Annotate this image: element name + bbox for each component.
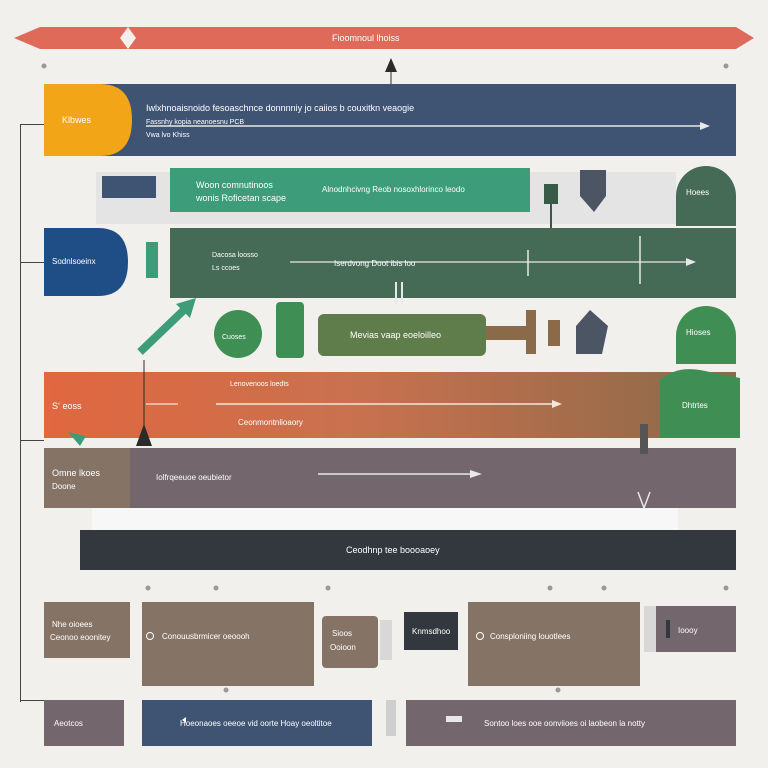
up-arrow-icon xyxy=(385,58,397,72)
row4-olive-pill xyxy=(318,314,486,356)
row4-brown-chip xyxy=(548,320,560,346)
row8-left-box xyxy=(44,602,130,658)
row5-line2: Ceonmontnlioaory xyxy=(238,418,303,427)
row9-blue-box xyxy=(142,700,372,746)
gear-icon xyxy=(476,632,484,640)
diagonal-arrow-icon xyxy=(176,298,196,318)
row3-small2: Ls ccoes xyxy=(212,265,240,272)
left-connector-stub xyxy=(20,700,44,701)
row1-yellow-tag xyxy=(44,84,132,156)
row6-label: Iolfrqeeuoe oeubietor xyxy=(156,473,232,482)
row7-label: Ceodhnp tee boooaoey xyxy=(346,545,440,555)
row8-right-stub xyxy=(644,606,656,652)
left-connector-stub xyxy=(20,124,44,125)
row1-line2: Fassnhy kopia neanoesnu PCB xyxy=(146,119,245,126)
row8-box1-label: Conouusbrmicer oeoooh xyxy=(162,632,250,641)
row2-teal-line1: Woon comnutinoos xyxy=(196,180,273,190)
row4-circle-left-label: Cuoses xyxy=(222,334,246,341)
arrow-right-icon xyxy=(470,470,482,478)
row8-box2 xyxy=(468,602,640,686)
row3-green-bar xyxy=(170,228,736,298)
row5-green-box xyxy=(660,369,740,438)
row4-pill-label: Mevias vaap eoeloilleo xyxy=(350,330,442,340)
row8-small1: Sioos xyxy=(332,629,353,638)
arrow-right-icon xyxy=(686,258,696,266)
banner-title: Fioomnoul lhoiss xyxy=(332,33,400,43)
leaf-icon xyxy=(68,432,86,446)
row5-line1: Lenovenoos loedts xyxy=(230,381,289,388)
row4-brown-bar xyxy=(486,310,536,354)
row2-pin xyxy=(544,184,558,204)
row6-bar xyxy=(130,448,736,508)
row9-blue-label: Hoeonaoes oeeoe vid oorte Hoay oeoltitoe xyxy=(180,719,332,728)
row4-green-circle-right xyxy=(676,306,736,364)
row4-circle-right-label: Hioses xyxy=(686,328,711,337)
row1-tag-label: Klbwes xyxy=(62,115,92,125)
row8-right-stub-dark xyxy=(666,620,670,638)
row8-small-box xyxy=(322,616,378,668)
row2-circle-label: Hoees xyxy=(686,188,710,197)
row4-green-block xyxy=(276,302,304,358)
row3-teal-stub xyxy=(146,242,158,278)
row1-line3: Vwa lvo Khiss xyxy=(146,132,190,139)
row8-dark-box xyxy=(404,612,458,650)
row8-left-line1: Nhe oioees xyxy=(52,620,93,629)
arrow-right-icon xyxy=(700,122,710,130)
row2-teal-line2: wonis Roficetan scape xyxy=(196,193,287,203)
banner-arrow xyxy=(14,27,128,49)
row5-gradient-bar xyxy=(44,372,736,438)
row9-right-icon-chip xyxy=(446,716,462,722)
banner-arrow-main xyxy=(128,27,754,49)
left-connector-line xyxy=(20,124,21,702)
row5-right-box-label: Dhtrtes xyxy=(682,401,708,410)
row2-navy-chip xyxy=(102,176,156,198)
share-icon xyxy=(182,717,186,723)
row8-box2-label: Consploniing louotlees xyxy=(490,632,571,641)
row8-box1 xyxy=(142,602,314,686)
row3-tag-label: Sodnlsoeinx xyxy=(52,257,96,266)
row3-small1: Dacosa loosso xyxy=(212,252,258,259)
row8-right-label: Ioooy xyxy=(678,626,698,635)
row9-right-box xyxy=(406,700,736,746)
row1-line1: Iwlxhnoaisnoido fesoaschnce donnnniy jo … xyxy=(146,103,415,113)
gear-icon xyxy=(146,632,154,640)
row8-dark-label: Knmsdhoo xyxy=(412,627,451,636)
row8-small2: Ooioon xyxy=(330,643,356,652)
row3-blue-tag xyxy=(44,228,128,296)
row9-left-label: Aeotcos xyxy=(54,719,83,728)
row4-green-circle-left xyxy=(214,310,262,358)
row9-right-label: Sontoo loes ooe oonviioes oi laobeon la … xyxy=(484,719,646,728)
row6-left-box xyxy=(44,448,130,508)
row3-center: Iserdvong Doot ibis loo xyxy=(334,259,416,268)
row7-charcoal-bar xyxy=(80,530,736,570)
left-connector-stub xyxy=(20,440,44,441)
row2-green-circle xyxy=(676,166,736,226)
row7-light-plate xyxy=(92,508,678,530)
row9-left-box xyxy=(44,700,124,746)
up-arrow-icon xyxy=(136,424,152,446)
row6-pin xyxy=(640,424,648,454)
row2-teal-right: Alnodnhcivng Reob nosoxhlorinco leodo xyxy=(322,185,465,194)
row1-bar xyxy=(44,84,736,156)
row8-grey-chip xyxy=(380,620,392,660)
arrow-right-icon xyxy=(552,400,562,408)
shield-icon xyxy=(576,310,608,354)
row6-left-line2: Doone xyxy=(52,482,76,491)
row6-left-line1: Omne lkoes xyxy=(52,468,101,478)
row8-left-line2: Ceonoo eoonitey xyxy=(50,633,111,642)
row2-teal-bar xyxy=(170,168,530,212)
row9-grey-chip xyxy=(386,700,396,736)
row5-tag-label: Sʻ eoss xyxy=(52,401,82,411)
left-connector-stub xyxy=(20,262,44,263)
shield-icon xyxy=(580,170,606,212)
